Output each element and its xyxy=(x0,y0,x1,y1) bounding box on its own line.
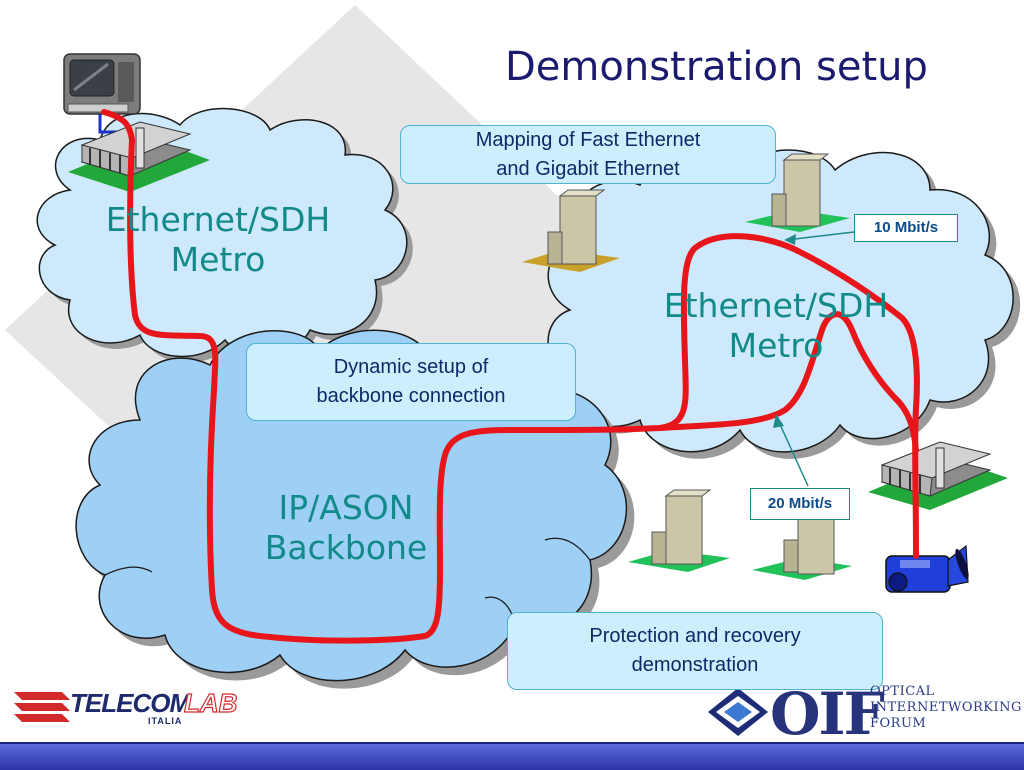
office-building-icon xyxy=(868,441,1008,510)
footer-bar xyxy=(0,742,1024,770)
connection-path-branch xyxy=(657,311,919,453)
cloud-label-line: IP/ASON xyxy=(278,488,414,527)
callout-line: backbone connection xyxy=(316,385,506,407)
arrow-20mbit xyxy=(773,414,809,487)
callout-line: Mapping of Fast Ethernet xyxy=(475,128,701,151)
callout-line: Dynamic setup of xyxy=(333,356,489,378)
callout-line: Protection and recovery xyxy=(589,625,801,647)
callout-protection: Protection and recovery demonstration xyxy=(507,612,883,690)
cloud-label-line: Backbone xyxy=(264,528,428,567)
callout-mapping: Mapping of Fast Ethernet and Gigabit Eth… xyxy=(400,125,776,184)
oif-logo-mark xyxy=(708,688,768,736)
tower-building-icon xyxy=(745,153,850,232)
oif-caption-line: OPTICAL xyxy=(870,684,935,699)
cloud-label-backbone: IP/ASON Backbone xyxy=(206,488,486,568)
callout-dynamic-setup: Dynamic setup of backbone connection xyxy=(246,343,576,421)
rate-label-10mbit: 10 Mbit/s xyxy=(854,214,958,242)
connection-path xyxy=(101,109,920,644)
page-title: Demonstration setup xyxy=(505,44,928,90)
oif-logo-caption: OPTICAL INTERNETWORKING FORUM xyxy=(870,684,1022,732)
callout-line: and Gigabit Ethernet xyxy=(496,157,680,180)
rate-label-20mbit: 20 Mbit/s xyxy=(750,488,850,520)
oif-logo-text: OIF xyxy=(770,680,885,748)
office-building-icon xyxy=(68,121,210,192)
tv-monitor-icon xyxy=(63,53,141,115)
cloud-label-line: Ethernet/SDH xyxy=(105,200,331,239)
cloud-label-line: Metro xyxy=(728,326,824,365)
telecom-logo-lab: LAB xyxy=(183,687,238,718)
oif-caption-line: FORUM xyxy=(870,716,927,731)
telecom-logo-text: TELECOM xyxy=(70,688,191,718)
cloud-label-metro-right: Ethernet/SDH Metro xyxy=(636,286,916,366)
cloud-label-line: Ethernet/SDH xyxy=(663,286,889,325)
cloud-label-line: Metro xyxy=(170,240,266,279)
video-camera-icon xyxy=(885,544,969,593)
arrow-10mbit xyxy=(784,231,855,245)
oif-caption-line: INTERNETWORKING xyxy=(870,700,1022,715)
cloud-label-metro-left: Ethernet/SDH Metro xyxy=(78,200,358,280)
telecom-lab-logo-mark xyxy=(14,692,70,722)
tower-building-icon xyxy=(522,189,620,272)
tower-building-icon xyxy=(628,489,730,572)
callout-line: demonstration xyxy=(631,654,759,676)
telecom-logo-sub: ITALIA xyxy=(148,716,183,726)
